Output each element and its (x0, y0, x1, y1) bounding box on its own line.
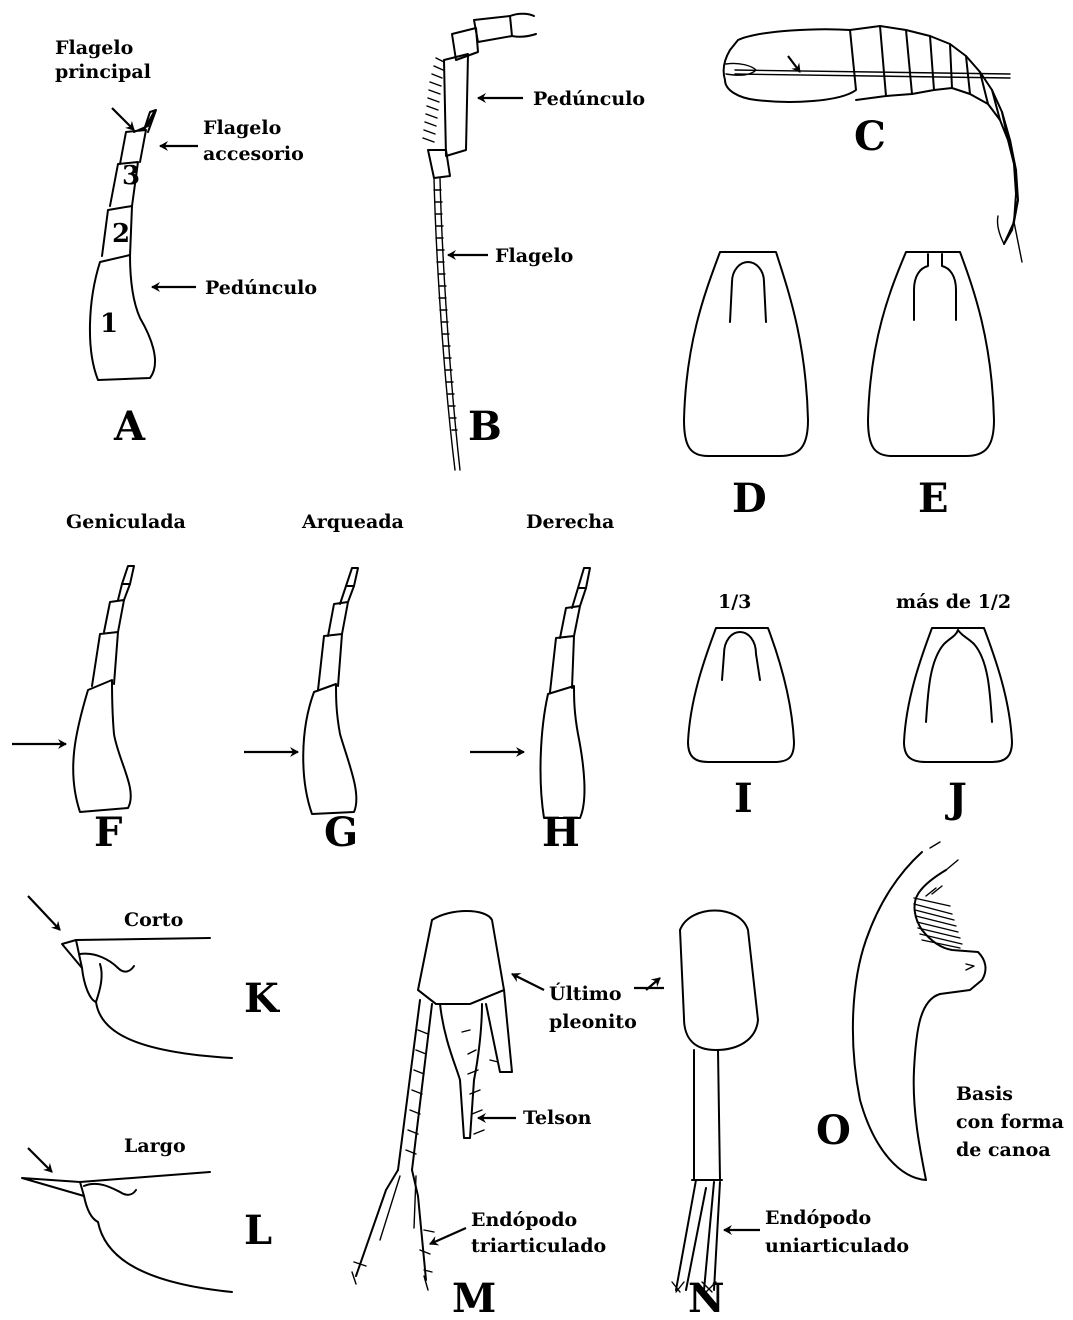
panel-g: Arqueada G (244, 511, 404, 856)
segment-1-label: 1 (100, 309, 118, 339)
panel-e-letter: E (918, 475, 949, 522)
head-groove-j (926, 630, 992, 722)
antenna-g-drawing (303, 568, 358, 814)
panel-c-letter: C (854, 113, 886, 160)
derecha-caption: Derecha (526, 511, 614, 533)
panel-j-letter: J (945, 775, 967, 822)
head-groove-e (914, 254, 956, 320)
panel-c-arrow (788, 56, 800, 72)
panel-b-letter: B (468, 403, 502, 450)
panel-d: D (684, 252, 808, 522)
head-shape-e (868, 252, 994, 456)
panel-g-letter: G (324, 809, 358, 856)
panel-j: más de 1/2 J (896, 591, 1012, 822)
endopodo-tri-arrow (430, 1228, 466, 1244)
panel-k-arrow (28, 896, 60, 930)
endopodo-tri-label-line1: Endópodo (471, 1209, 577, 1231)
flagelo-principal-label-line1: Flagelo (55, 37, 133, 59)
panel-i-letter: I (734, 775, 753, 822)
panel-n-letter: N (688, 1275, 725, 1320)
head-groove-i (722, 632, 760, 680)
urosome-m-drawing (352, 911, 512, 1290)
flagelo-b-label: Flagelo (495, 245, 573, 267)
flagelo-accesorio-label-line1: Flagelo (203, 117, 281, 139)
telson-label: Telson (523, 1107, 592, 1129)
segment-3-label: 3 (122, 161, 140, 191)
panel-o-letter: O (816, 1107, 851, 1154)
basis-label-line3: de canoa (956, 1139, 1051, 1161)
panel-h: Derecha H (470, 511, 614, 856)
flagelo-accesorio-label-line2: accesorio (203, 143, 304, 165)
head-shape-j (904, 628, 1012, 762)
panel-n: Endópodo uniarticulado N (634, 911, 909, 1320)
mas-de-mitad-caption: más de 1/2 (896, 591, 1011, 613)
antenna-f-drawing (73, 566, 134, 812)
urosome-n-drawing (672, 911, 758, 1293)
head-shape-d (684, 252, 808, 456)
panel-a-letter: A (113, 403, 146, 450)
basis-label-line1: Basis (956, 1083, 1013, 1105)
geniculada-caption: Geniculada (66, 511, 186, 533)
flagelo-principal-arrow (112, 108, 134, 130)
largo-caption: Largo (124, 1135, 186, 1157)
panel-l-letter: L (244, 1207, 272, 1254)
panel-k: Corto K (28, 896, 280, 1058)
panel-o: Basis con forma de canoa O (816, 842, 1064, 1180)
panel-m: Último pleonito Telson Endópodo triartic… (352, 911, 637, 1320)
panel-l: Largo L (22, 1135, 272, 1292)
endopodo-uni-label-line2: uniarticulado (765, 1235, 909, 1257)
panel-h-letter: H (542, 809, 580, 856)
segment-2-label: 2 (112, 219, 130, 249)
flagelo-principal-label-line2: principal (55, 61, 151, 83)
head-groove-d (730, 262, 766, 322)
ultimo-pleonito-label-line1: Último (549, 982, 622, 1005)
antenna-b-drawing (423, 14, 536, 470)
corto-caption: Corto (124, 909, 183, 931)
flagellum-segments (434, 190, 457, 430)
panel-c: C (724, 26, 1022, 262)
pedunculo-a-label: Pedúnculo (205, 277, 317, 299)
panel-i: 1/3 I (688, 591, 794, 822)
panel-b: Pedúnculo Flagelo B (423, 14, 645, 470)
panel-m-letter: M (452, 1275, 496, 1320)
basis-label-line2: con forma (956, 1111, 1064, 1133)
antenna-h-drawing (541, 568, 590, 818)
pedunculo-b-label: Pedúnculo (533, 88, 645, 110)
endopodo-uni-label-line1: Endópodo (765, 1207, 871, 1229)
panel-e: E (868, 252, 994, 522)
arqueada-caption: Arqueada (301, 511, 404, 533)
panel-f: Geniculada F (12, 511, 186, 856)
panel-a: 1 2 3 Flagelo principal Flagelo accesori… (55, 37, 317, 450)
ultimo-pleonito-label-line2: pleonito (549, 1011, 637, 1033)
head-shape-i (688, 628, 794, 762)
rostrum-k-drawing (62, 938, 232, 1058)
panel-k-letter: K (244, 975, 280, 1022)
panel-f-letter: F (94, 809, 122, 856)
endopodo-tri-label-line2: triarticulado (471, 1235, 606, 1257)
rostrum-l-drawing (22, 1172, 232, 1292)
one-third-caption: 1/3 (718, 591, 751, 613)
ultimo-pleonito-arrow-m (512, 974, 544, 990)
panel-d-letter: D (732, 475, 767, 522)
panel-l-arrow (28, 1148, 52, 1172)
